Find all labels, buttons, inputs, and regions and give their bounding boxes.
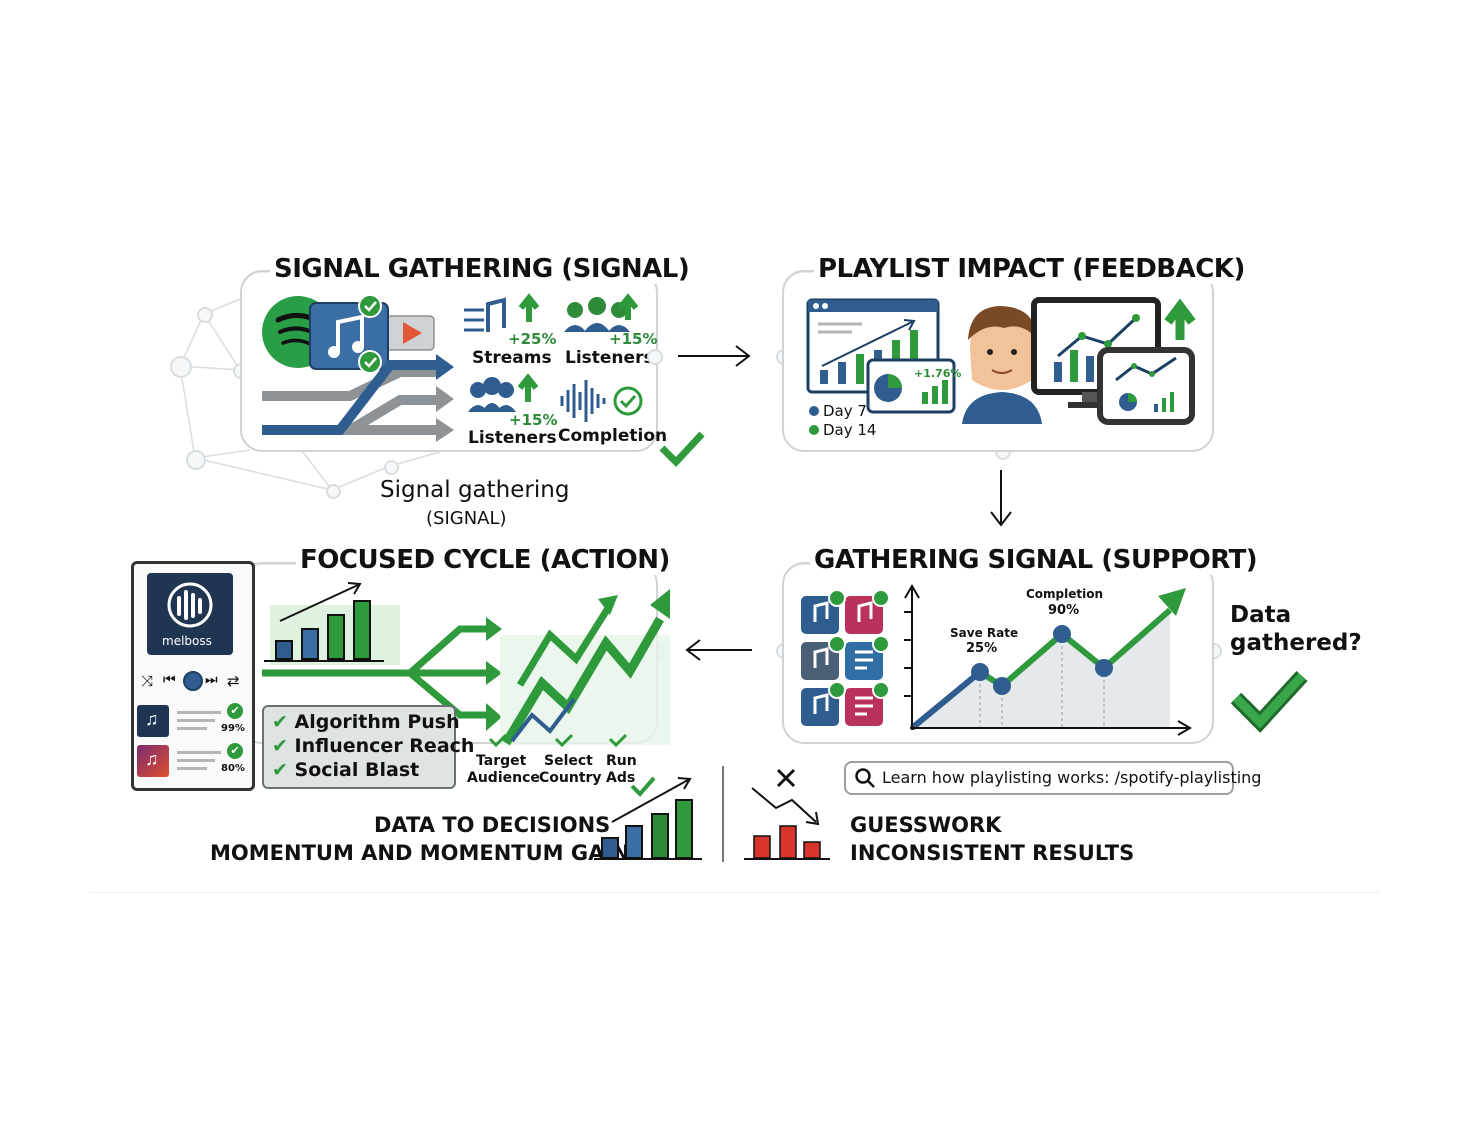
connector-node xyxy=(647,349,663,365)
bad-bars-icon xyxy=(744,768,830,860)
step-ads-line1: Run xyxy=(606,753,637,769)
listeners-label-bottom: Listeners xyxy=(468,428,557,448)
checklist-item: ✔ Social Blast xyxy=(272,759,420,781)
comparison-divider xyxy=(722,766,724,862)
completion-point-value: 90% xyxy=(1048,603,1080,618)
bad-line1: GUESSWORK xyxy=(850,813,1002,837)
check-icon: ✔ xyxy=(272,759,288,781)
search-icon xyxy=(855,768,875,788)
action-panel-title: FOCUSED CYCLE (ACTION) xyxy=(296,545,674,575)
shuffle-icon[interactable]: ⤨ xyxy=(141,672,154,690)
repeat-icon[interactable]: ⇄ xyxy=(227,672,240,690)
track-row[interactable]: ♫ ✔ 80% xyxy=(137,743,245,779)
check-icon: ✔ xyxy=(227,743,243,759)
play-icon[interactable] xyxy=(183,671,203,691)
support-panel-title: GATHERING SIGNAL (SUPPORT) xyxy=(810,545,1262,575)
melboss-logo-icon xyxy=(167,582,213,628)
data-gathered-question-line2: gathered? xyxy=(1230,630,1362,656)
support-line-chart xyxy=(904,584,1192,736)
track-artwork xyxy=(137,745,169,777)
completion-point-label: Completion xyxy=(1026,587,1104,601)
track-percent: 80% xyxy=(221,763,245,774)
step-country-line1: Select xyxy=(544,753,593,769)
save-rate-label: Save Rate xyxy=(950,626,1019,640)
previous-icon[interactable]: ⏮ xyxy=(163,672,176,688)
streams-label: Streams xyxy=(472,348,552,368)
track-meta-line xyxy=(177,751,221,754)
action-checklist: ✔ Algorithm Push ✔ Influencer Reach ✔ So… xyxy=(262,705,474,789)
search-text: Learn how playlisting works: /spotify-pl… xyxy=(882,768,1262,787)
check-icon xyxy=(659,431,705,468)
save-rate-value: 25% xyxy=(966,641,998,656)
streaming-platform-icons xyxy=(262,293,643,442)
good-line1: DATA TO DECISIONS xyxy=(374,813,611,837)
music-note-icon: ♫ xyxy=(145,709,159,729)
network-node xyxy=(170,356,192,378)
track-artwork xyxy=(137,705,169,737)
signal-caption-sub: (SIGNAL) xyxy=(426,508,507,529)
check-icon xyxy=(1230,670,1308,733)
listeners-change-bottom: +15% xyxy=(509,411,558,429)
signal-panel-title: SIGNAL GATHERING (SIGNAL) xyxy=(270,254,694,284)
track-meta-line xyxy=(177,711,221,714)
check-icon: ✔ xyxy=(227,703,243,719)
data-gathered-question-line1: Data xyxy=(1230,602,1292,628)
listeners-label-top: Listeners xyxy=(565,348,654,368)
legend-day14: Day 14 xyxy=(823,421,877,439)
track-row[interactable]: ♫ ✔ 99% xyxy=(137,703,245,739)
analytics-dashboard-illustration xyxy=(806,297,1196,435)
track-percent: 99% xyxy=(221,723,245,734)
step-target-line1: Target xyxy=(476,753,527,769)
playlist-impact-badge: +1.76% xyxy=(914,367,962,380)
network-node xyxy=(326,484,341,499)
streams-change: +25% xyxy=(508,330,557,348)
step-country-line2: Country xyxy=(539,770,602,786)
music-note-icon: ♫ xyxy=(145,749,159,769)
checklist-item: ✔ Algorithm Push xyxy=(272,711,460,733)
listeners-change-top: +15% xyxy=(609,330,658,348)
network-node xyxy=(197,307,213,323)
growth-bars-illustration xyxy=(262,582,670,748)
network-node xyxy=(384,460,399,475)
bad-line2: INCONSISTENT RESULTS xyxy=(850,841,1135,865)
next-icon[interactable]: ⏭ xyxy=(205,672,218,688)
track-meta-line xyxy=(177,719,215,722)
checklist-item: ✔ Influencer Reach xyxy=(272,735,475,757)
check-icon: ✔ xyxy=(272,735,288,757)
step-target-line2: Audience xyxy=(467,770,540,786)
signal-caption-main: Signal gathering xyxy=(380,477,570,503)
good-line2: MOMENTUM AND MOMENTUM GAIN xyxy=(210,841,630,865)
track-meta-line xyxy=(177,727,207,730)
melboss-logo-tile xyxy=(147,573,233,655)
track-meta-line xyxy=(177,759,215,762)
melboss-brand: melboss xyxy=(162,634,212,648)
search-bar[interactable]: Learn how playlisting works: /spotify-pl… xyxy=(844,761,1261,795)
step-ads-line2: Ads xyxy=(606,770,636,786)
playlist-panel-title: PLAYLIST IMPACT (FEEDBACK) xyxy=(814,254,1249,284)
support-app-grid xyxy=(801,589,890,726)
legend-day7: Day 7 xyxy=(823,402,867,420)
completion-label: Completion xyxy=(558,426,668,446)
network-node xyxy=(186,450,206,470)
bottom-divider xyxy=(90,892,1380,893)
track-meta-line xyxy=(177,767,207,770)
good-bars-icon xyxy=(594,776,702,860)
check-icon: ✔ xyxy=(272,711,288,733)
